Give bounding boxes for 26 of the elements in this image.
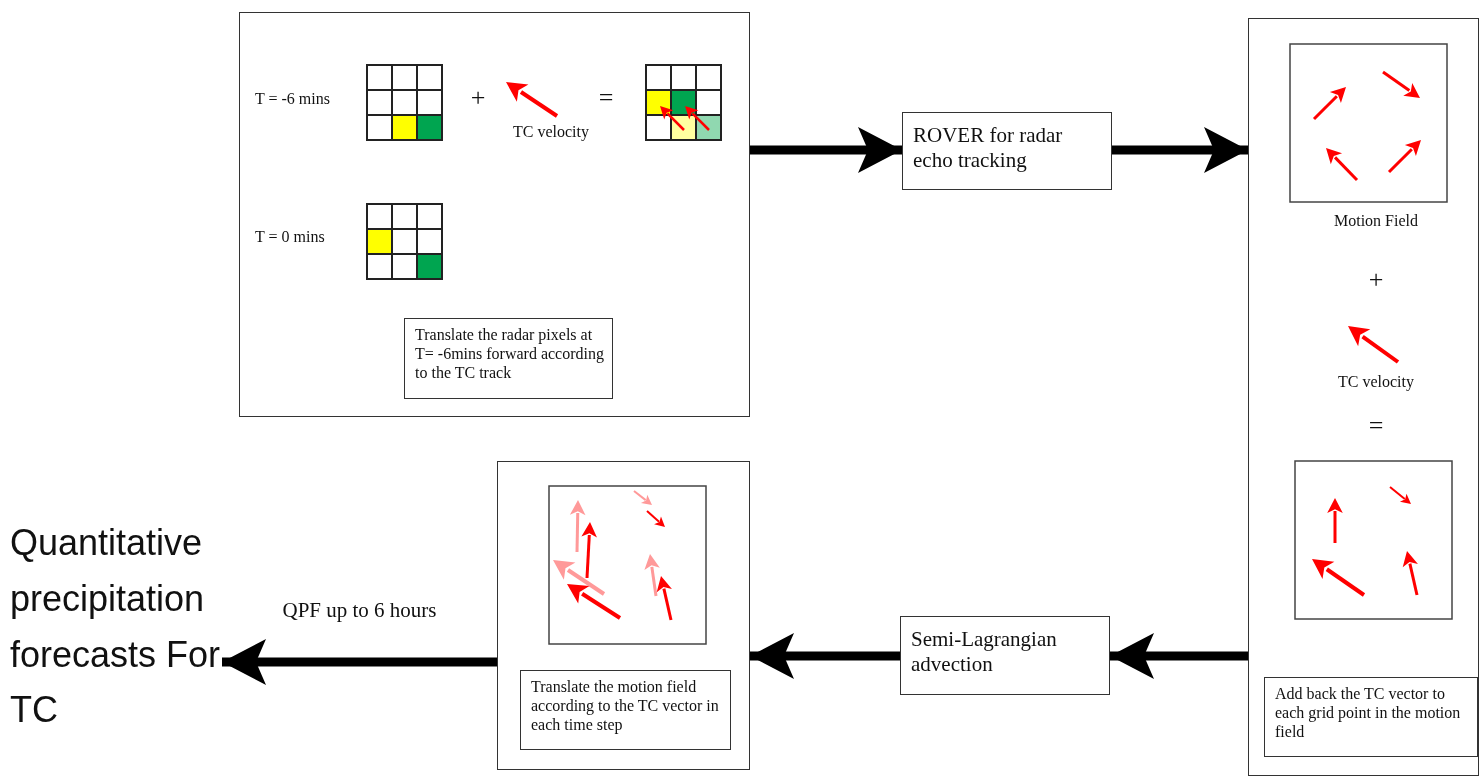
plus-sign: + xyxy=(1367,265,1385,295)
flow-arrow xyxy=(750,633,900,679)
panel-caption: Motion Field xyxy=(1333,212,1419,230)
box-text: Add back the TC vector to each grid point in the motion field xyxy=(1275,684,1462,742)
output-label: Quantitative precipitation forecasts For TC xyxy=(10,521,222,733)
box-text: Translate the motion field according to the TC vector in each time step xyxy=(531,677,720,735)
box-text: Translate the radar pixels at T= -6mins forward according to the TC track xyxy=(415,325,604,383)
process-box xyxy=(902,112,1112,190)
equals-sign: = xyxy=(1367,411,1385,441)
plus-sign: + xyxy=(469,83,487,113)
note-box xyxy=(520,670,731,750)
box-text: Semi-Lagrangian advection xyxy=(911,627,1058,678)
vector-label: TC velocity xyxy=(1337,373,1415,391)
vector-label: TC velocity xyxy=(512,123,590,141)
box-text: ROVER for radar echo tracking xyxy=(913,123,1064,174)
flow-arrow xyxy=(750,127,902,173)
flow-arrow xyxy=(1110,633,1248,679)
time-label: T = 0 mins xyxy=(255,228,325,246)
time-label: T = -6 mins xyxy=(255,90,330,108)
flow-arrow xyxy=(1112,127,1248,173)
note-box xyxy=(1264,677,1478,757)
panel-frame xyxy=(1248,18,1479,776)
equals-sign: = xyxy=(597,83,615,113)
note-box xyxy=(404,318,613,399)
process-box xyxy=(900,616,1110,695)
flow-arrow xyxy=(222,639,497,685)
